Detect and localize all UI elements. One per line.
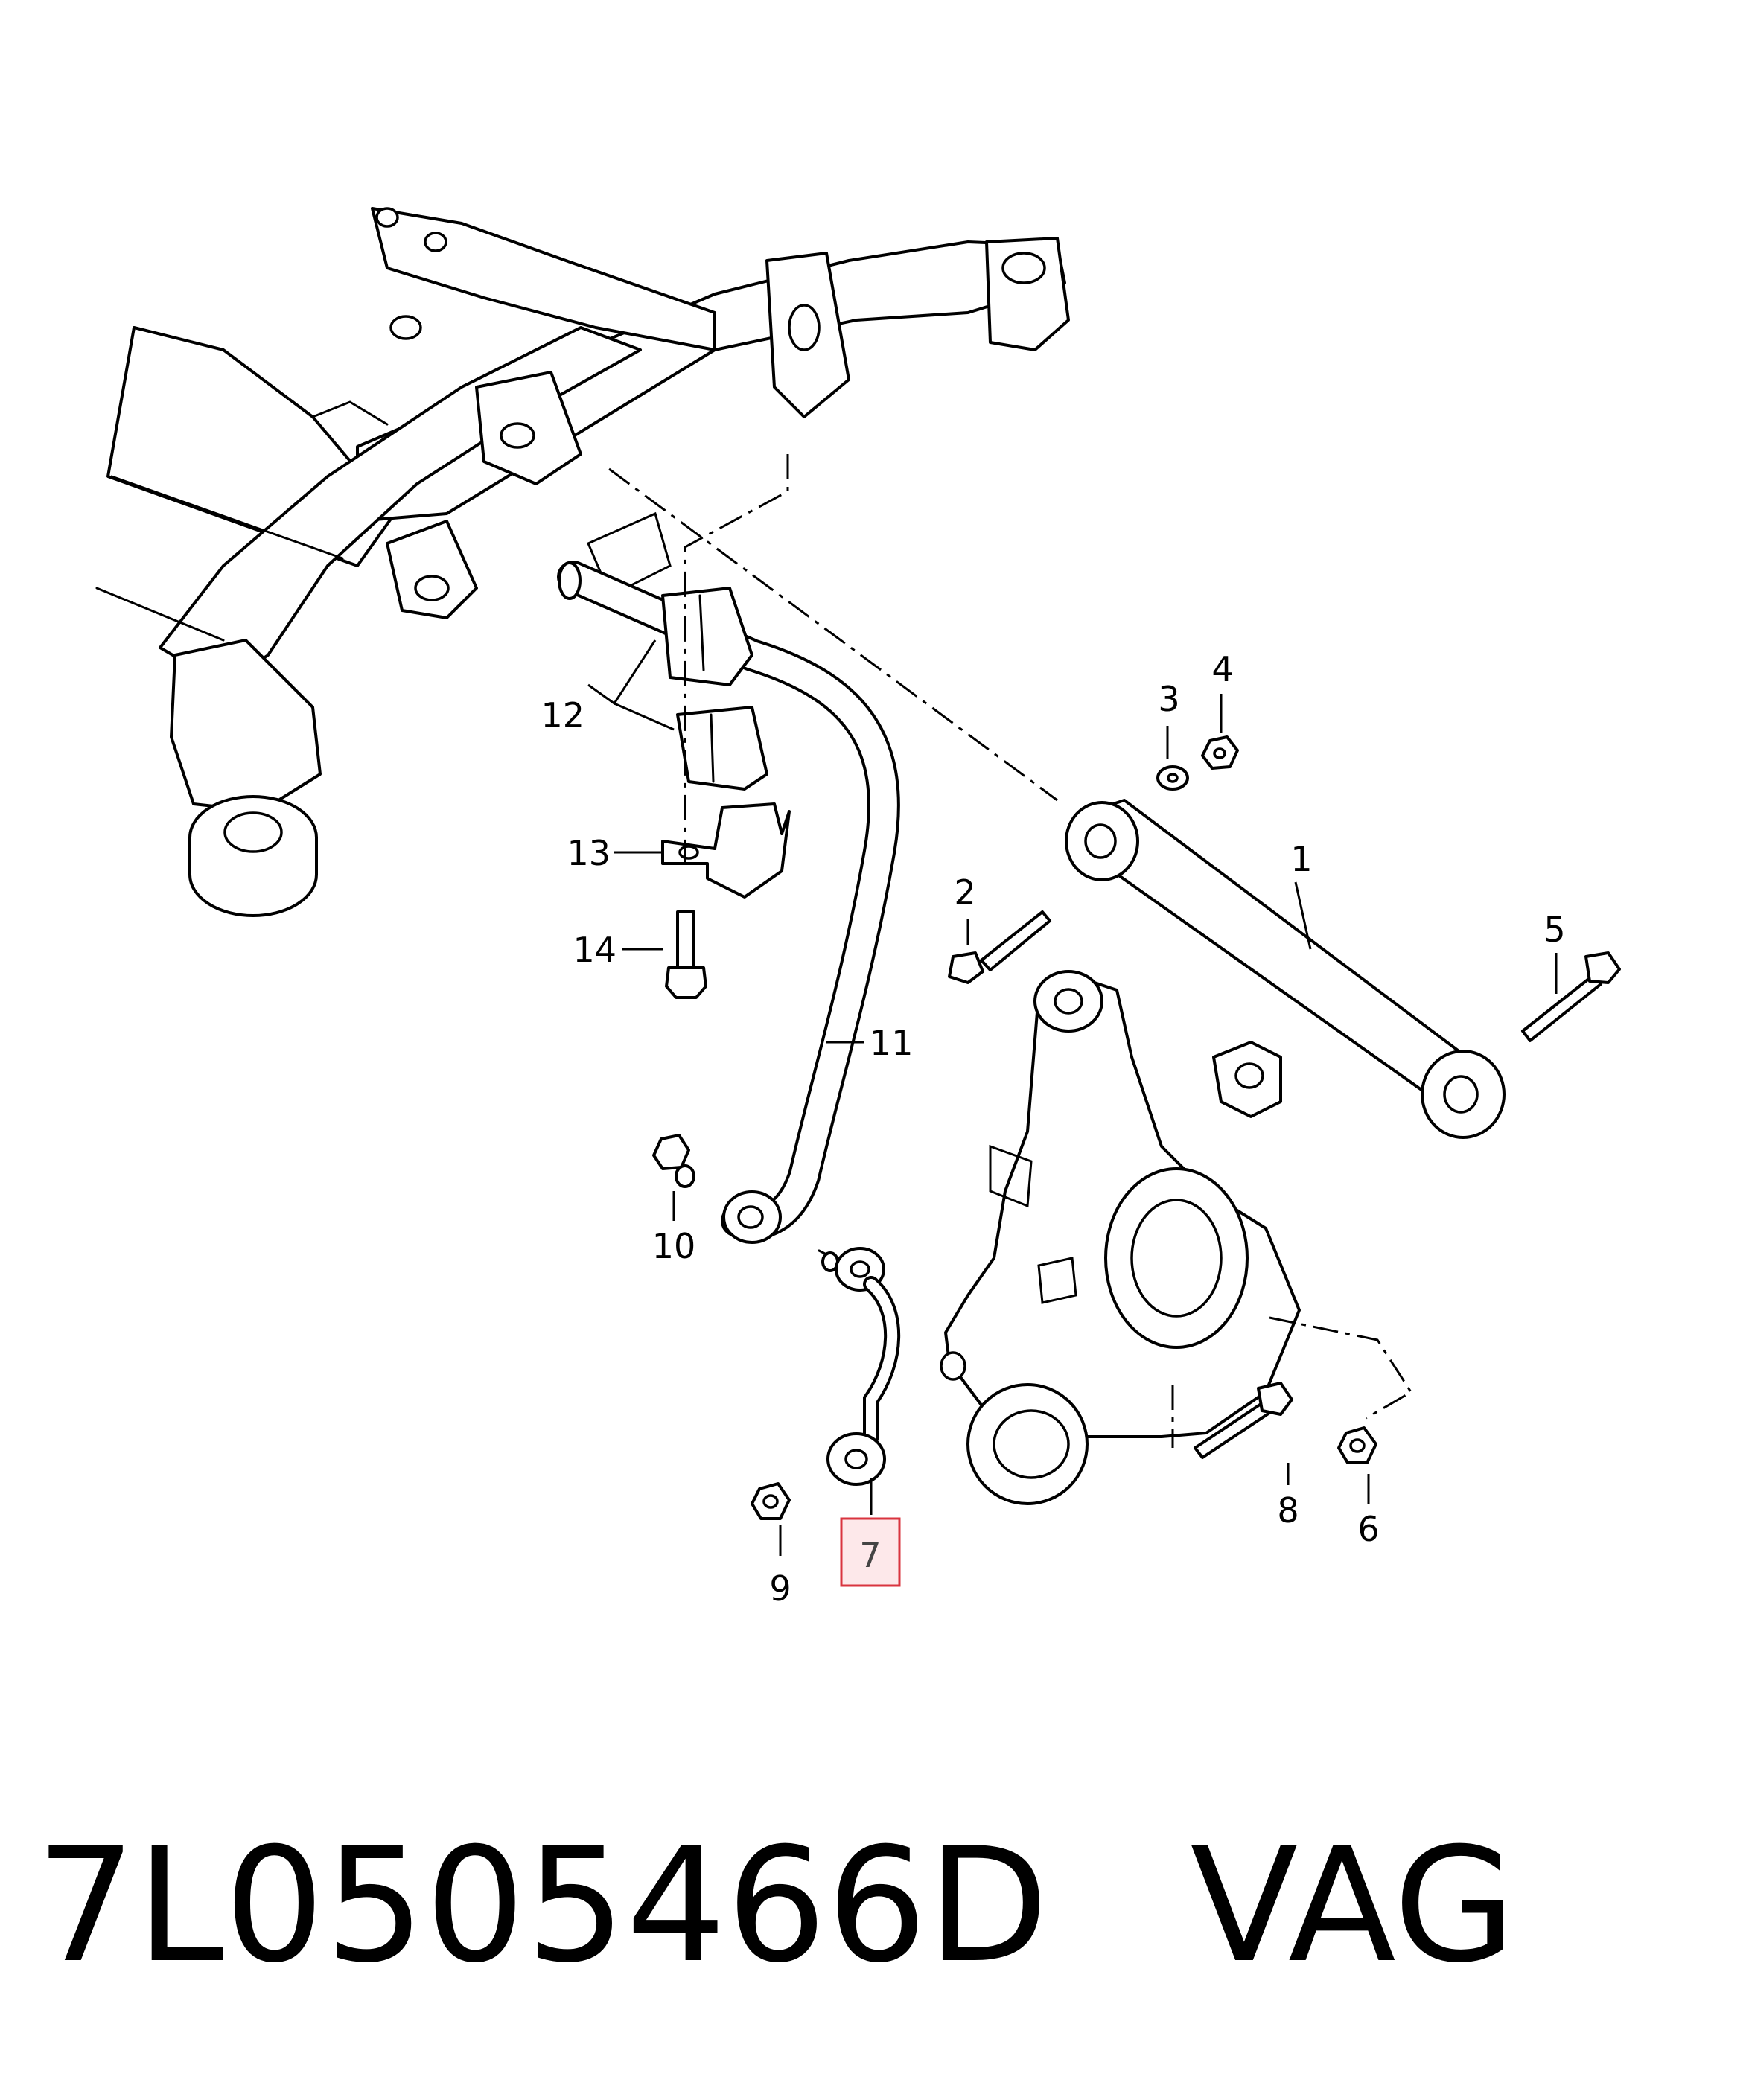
highlight-box: [840, 1517, 901, 1587]
stabilizer-link: [818, 1247, 901, 1486]
nut-4: [1201, 735, 1239, 770]
nut-6: [1337, 1426, 1377, 1464]
bolt-8: [1194, 1382, 1293, 1459]
callout-10: 10: [652, 1226, 696, 1266]
bracket: [661, 802, 791, 899]
wheel-carrier: [940, 970, 1301, 1505]
callout-labels: 1 2 3 4 5 6 7 8 9 10 11 12 13 14: [541, 649, 1565, 1609]
leader-lines: [587, 639, 1558, 1556]
callout-5: 5: [1543, 910, 1565, 950]
callout-11: 11: [870, 1023, 914, 1063]
control-arm: [1065, 799, 1506, 1139]
callout-8: 8: [1277, 1490, 1299, 1531]
nut-10: [652, 1134, 695, 1188]
nut-9: [751, 1482, 791, 1520]
bushing: [661, 587, 768, 791]
callout-4: 4: [1211, 649, 1233, 689]
callout-9: 9: [769, 1568, 791, 1609]
callout-2: 2: [954, 872, 975, 913]
bolt-5: [1521, 951, 1621, 1042]
subframe: [95, 207, 1070, 917]
anti-roll-bar: [557, 561, 900, 1244]
bolt-2: [948, 910, 1051, 984]
callout-13: 13: [567, 833, 611, 873]
callout-3: 3: [1158, 679, 1179, 719]
callout-6: 6: [1357, 1509, 1379, 1549]
washer-3: [1156, 765, 1189, 791]
bolt-14: [665, 910, 707, 999]
assembly-lines: [608, 454, 1413, 1448]
callout-12: 12: [541, 695, 584, 735]
brand-name: VAG: [1190, 1813, 1516, 1997]
callout-14: 14: [573, 930, 616, 970]
callout-1: 1: [1290, 839, 1312, 879]
part-number: 7L0505466D: [36, 1813, 1049, 1997]
callout-7: 7: [859, 1535, 881, 1575]
